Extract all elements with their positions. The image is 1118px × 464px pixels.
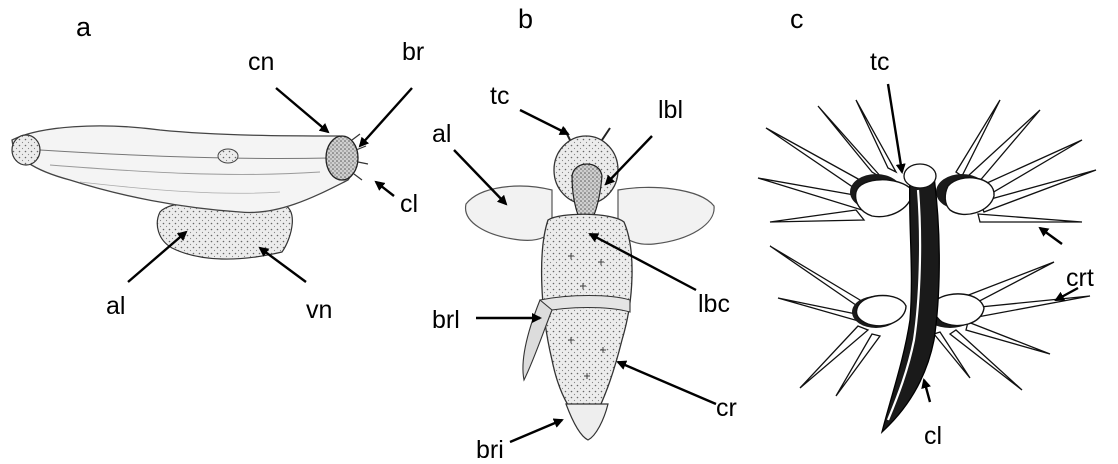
panel-b-wing-left — [466, 186, 552, 240]
label-a-br: br — [402, 40, 424, 65]
label-c-tc: tc — [870, 50, 889, 75]
label-a-vn: vn — [306, 298, 332, 323]
panel-a-body — [12, 126, 355, 213]
arrow-b-tc — [520, 110, 568, 134]
label-b-lbl: lbl — [658, 98, 683, 123]
panel-c-specimen — [758, 100, 1096, 432]
label-a-cn: cn — [248, 50, 274, 75]
arrow-b-bri — [510, 420, 562, 442]
label-b-lbc: lbc — [698, 292, 730, 317]
arrow-c-cl — [924, 380, 930, 402]
label-b-tc: tc — [490, 84, 509, 109]
panel-b-body — [542, 214, 632, 428]
label-b-cr: cr — [716, 396, 737, 421]
label-c-crt: crt — [1066, 266, 1094, 291]
label-a-cl: cl — [400, 192, 418, 217]
arrow-a-cn — [276, 88, 328, 132]
arrow-c-tc — [888, 84, 902, 172]
panel-letter-c: c — [790, 6, 804, 33]
label-b-bri: bri — [476, 438, 504, 463]
panel-a-specimen — [12, 126, 368, 259]
arrow-a-br — [360, 88, 412, 146]
arrow-c-crt-upper — [1040, 228, 1062, 244]
arrow-a-al — [128, 232, 186, 282]
label-a-al: al — [106, 294, 125, 319]
panel-letter-a: a — [76, 14, 91, 41]
label-b-al: al — [432, 122, 451, 147]
panel-letter-b: b — [518, 6, 533, 33]
label-c-cl: cl — [924, 424, 942, 449]
panel-b-wing-right — [618, 187, 714, 244]
arrow-a-cl — [376, 182, 394, 196]
arrow-a-vn — [260, 248, 306, 282]
arrow-b-cr — [618, 362, 716, 404]
label-b-brl: brl — [432, 308, 460, 333]
panel-b-specimen — [466, 128, 715, 440]
